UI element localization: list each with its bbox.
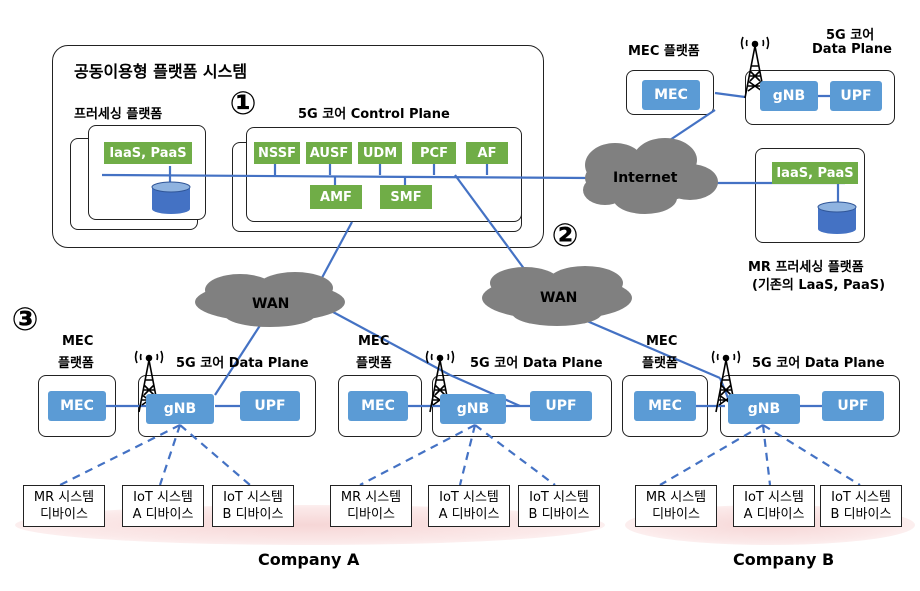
nf-pcf: PCF: [412, 142, 456, 164]
mr-database-icon: [817, 201, 857, 234]
company-a-upf-block: UPF: [240, 391, 300, 421]
company-a-mec-block: MEC: [48, 391, 106, 421]
company-a2-iota-device: IoT 시스템 A 디바이스: [428, 485, 510, 527]
top-data-plane-label-1: 5G 코어: [826, 28, 875, 43]
device-label: 디바이스: [347, 507, 395, 522]
company-a-data-plane-label: 5G 코어 Data Plane: [176, 356, 309, 371]
device-label: MR 시스템: [645, 490, 707, 505]
device-label: IoT 시스템: [439, 490, 499, 505]
nf-amf: AMF: [310, 185, 362, 209]
device-label: B 디바이스: [830, 507, 892, 522]
internet-label: Internet: [613, 170, 678, 186]
company-b-data-plane-label: 5G 코어 Data Plane: [752, 356, 885, 371]
company-b-mec-platform-label-1: MEC: [646, 334, 678, 349]
top-gnb-block: gNB: [760, 81, 818, 111]
company-b-mec-block: MEC: [634, 391, 696, 421]
device-label: MR 시스템: [340, 490, 402, 505]
device-label: MR 시스템: [33, 490, 95, 505]
company-a-label: Company A: [258, 550, 360, 569]
company-a2-mec-platform-label-2: 플랫폼: [356, 356, 392, 371]
company-b-iotb-device: IoT 시스템 B 디바이스: [820, 485, 902, 527]
company-a-iota-device: IoT 시스템 A 디바이스: [122, 485, 204, 527]
antenna-tower-icon: [711, 350, 741, 413]
device-label: 디바이스: [652, 507, 700, 522]
company-b-mec-platform-label-2: 플랫폼: [642, 356, 678, 371]
nf-udm: UDM: [358, 142, 402, 164]
company-a-mec-platform-label-1: MEC: [62, 334, 94, 349]
marker-one: ①: [226, 84, 260, 122]
company-a2-iotb-device: IoT 시스템 B 디바이스: [518, 485, 600, 527]
company-b-label: Company B: [733, 550, 835, 569]
device-label: B 디바이스: [528, 507, 590, 522]
device-label: B 디바이스: [222, 507, 284, 522]
mr-platform-label-1: MR 프러세싱 플랫폼: [748, 260, 864, 275]
wan-label-right: WAN: [540, 290, 578, 306]
company-a2-mec-block: MEC: [348, 391, 408, 421]
processing-platform-label: 프러세싱 플랫폼: [74, 107, 163, 122]
company-a-iotb-device: IoT 시스템 B 디바이스: [212, 485, 294, 527]
company-a2-upf-block: UPF: [530, 391, 592, 421]
device-label: IoT 시스템: [223, 490, 283, 505]
mr-iaas-paas-block: IaaS, PaaS: [772, 162, 858, 184]
device-label: IoT 시스템: [133, 490, 193, 505]
company-b-iota-device: IoT 시스템 A 디바이스: [733, 485, 815, 527]
company-b-upf-block: UPF: [822, 391, 884, 421]
device-label: IoT 시스템: [831, 490, 891, 505]
marker-two: ②: [548, 216, 582, 254]
iaas-paas-block: IaaS, PaaS: [104, 142, 192, 164]
company-a-mec-platform-label-2: 플랫폼: [58, 356, 94, 371]
nf-nssf: NSSF: [254, 142, 300, 164]
antenna-tower-icon: [740, 36, 770, 99]
nf-ausf: AUSF: [306, 142, 352, 164]
device-label: A 디바이스: [743, 507, 805, 522]
device-label: IoT 시스템: [744, 490, 804, 505]
marker-three: ③: [8, 300, 42, 338]
device-label: IoT 시스템: [529, 490, 589, 505]
company-a-gnb-block: gNB: [146, 394, 214, 424]
top-data-plane-label-2: Data Plane: [812, 42, 892, 57]
nf-af: AF: [466, 142, 508, 164]
company-a2-mec-platform-label-1: MEC: [358, 334, 390, 349]
processing-database-icon: [151, 181, 191, 214]
control-plane-label: 5G 코어 Control Plane: [298, 107, 450, 122]
company-b-gnb-block: gNB: [728, 394, 800, 424]
wan-label-left: WAN: [252, 296, 290, 312]
wan-cloud-right: [482, 266, 632, 326]
wan-cloud-left: [195, 272, 345, 327]
device-label: 디바이스: [40, 507, 88, 522]
internet-cloud: [583, 138, 718, 214]
top-mec-platform-label: MEC 플랫폼: [628, 44, 700, 59]
top-mec-block: MEC: [642, 80, 700, 110]
top-upf-block: UPF: [830, 81, 882, 111]
shared-platform-title: 공동이용형 플랫폼 시스템: [74, 62, 248, 81]
mr-platform-label-2: (기존의 LaaS, PaaS): [752, 278, 886, 293]
device-label: A 디바이스: [132, 507, 194, 522]
nf-smf: SMF: [380, 185, 432, 209]
company-a2-gnb-block: gNB: [440, 394, 506, 424]
device-label: A 디바이스: [438, 507, 500, 522]
company-a2-data-plane-label: 5G 코어 Data Plane: [470, 356, 603, 371]
